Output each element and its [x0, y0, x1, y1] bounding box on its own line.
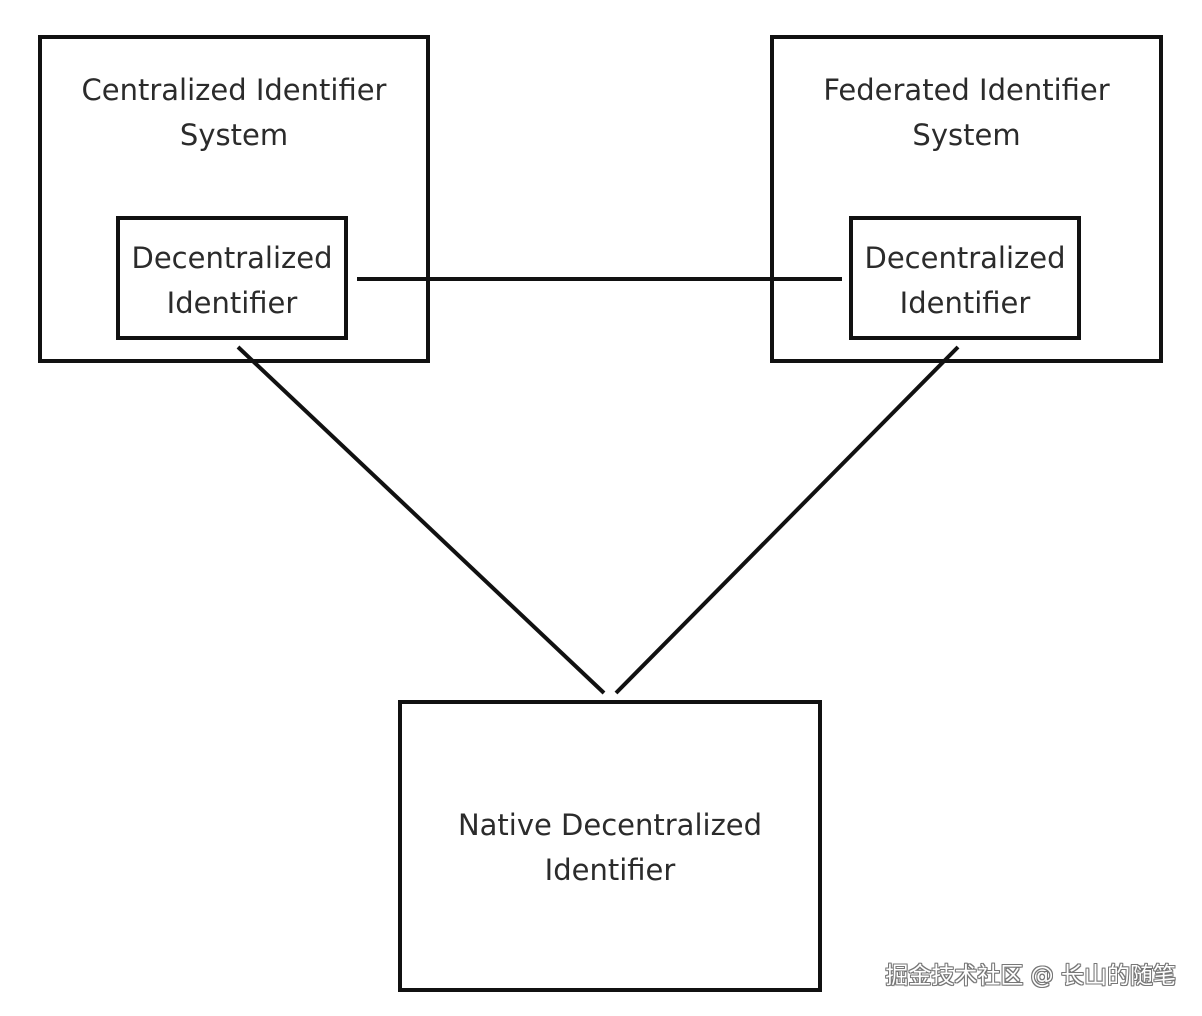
centralized-did-line1: Decentralized: [131, 241, 333, 275]
federated-system-title-line2: System: [912, 118, 1021, 152]
link-line-federated-native: [614, 345, 960, 695]
watermark-text: 掘金技术社区 @ 长山的随笔: [885, 963, 1176, 989]
federated-did-line1: Decentralized: [864, 241, 1066, 275]
federated-did-label: Decentralized Identifier: [839, 236, 1091, 326]
native-did-line2: Identifier: [544, 853, 676, 887]
centralized-system-title-line1: Centralized Identifier: [81, 73, 387, 107]
native-did-box: [398, 700, 822, 992]
federated-system-title: Federated Identifier System: [770, 68, 1163, 158]
centralized-system-title: Centralized Identifier System: [38, 68, 430, 158]
centralized-system-box: [38, 35, 430, 363]
federated-system-box: [770, 35, 1163, 363]
centralized-did-label: Decentralized Identifier: [106, 236, 358, 326]
centralized-did-box: [116, 216, 348, 340]
centralized-did-line2: Identifier: [166, 286, 298, 320]
centralized-system-title-line2: System: [179, 118, 289, 152]
native-did-label: Native Decentralized Identifier: [398, 803, 822, 893]
federated-system-title-line1: Federated Identifier: [823, 73, 1110, 107]
federated-did-box: [849, 216, 1081, 340]
link-line-centralized-native: [236, 345, 606, 695]
federated-did-line2: Identifier: [899, 286, 1031, 320]
native-did-line1: Native Decentralized: [457, 808, 763, 842]
